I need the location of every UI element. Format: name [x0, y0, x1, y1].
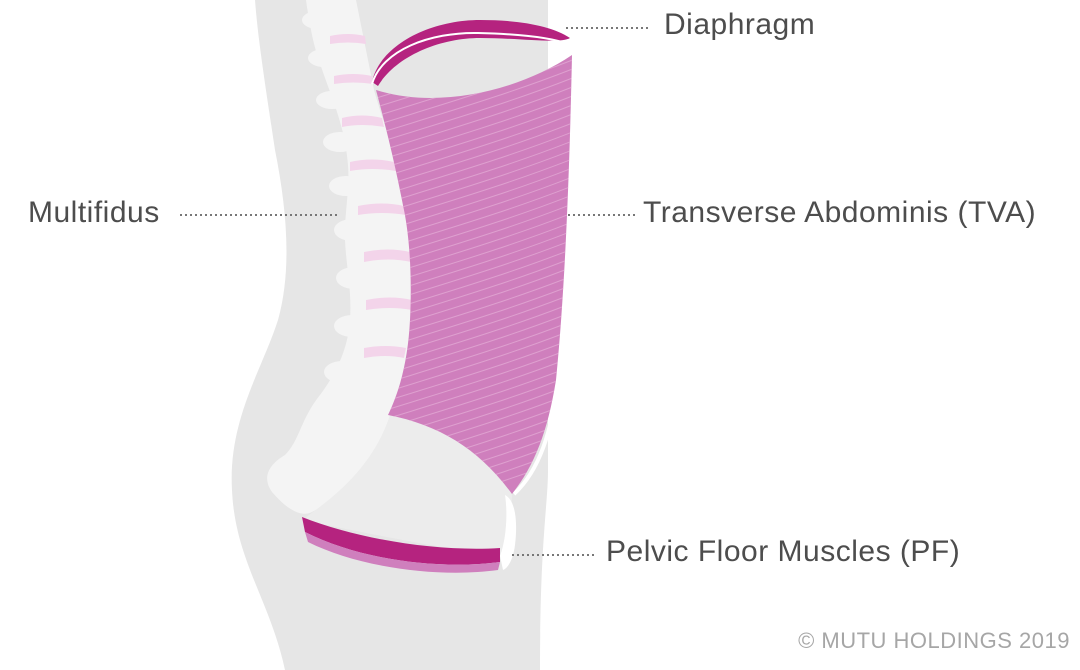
diaphragm-band: [372, 20, 570, 86]
leg-crease: [500, 495, 517, 570]
spinous-processes: [302, 11, 372, 383]
tva-fiber: [376, 56, 572, 128]
tva-fiber: [376, 101, 572, 173]
tva-fiber: [376, 353, 572, 425]
tva-fiber: [376, 344, 572, 416]
diaphragm-highlight: [371, 31, 569, 85]
pelvic-floor-band: [302, 517, 500, 565]
copyright-notice: © MUTU HOLDINGS 2019: [798, 628, 1070, 653]
spine: [267, 0, 413, 514]
tva-fiber: [376, 65, 572, 137]
label-pelvic-floor: Pelvic Floor Muscles (PF): [606, 535, 961, 568]
label-tva: Transverse Abdominis (TVA): [643, 196, 1037, 229]
leader-lines: [180, 27, 650, 556]
tva-fiber: [376, 92, 572, 164]
abdominal-wall-edge: [512, 54, 574, 496]
tva-fiber: [376, 74, 572, 146]
tva-fiber: [376, 83, 572, 155]
label-multifidus: Multifidus: [28, 196, 160, 229]
intervertebral-discs: [330, 34, 412, 358]
label-diaphragm: Diaphragm: [664, 8, 816, 41]
pelvic-cavity: [302, 415, 512, 556]
pelvic-floor-lower: [305, 532, 500, 573]
tva-fiber: [376, 335, 572, 407]
